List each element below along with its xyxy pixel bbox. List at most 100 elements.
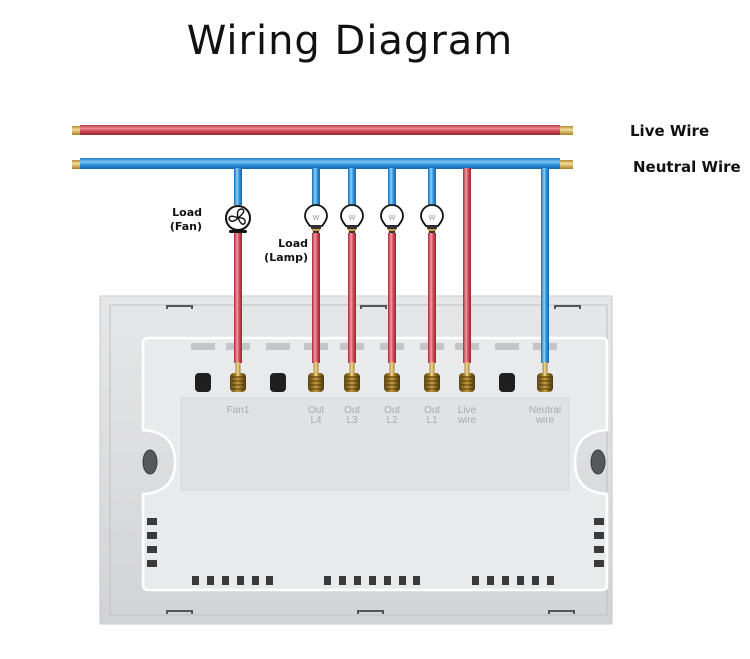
diagram-title: Wiring Diagram: [186, 18, 514, 64]
vent-slot: [594, 546, 604, 553]
fan-load-label-line2: (Fan): [169, 220, 202, 233]
panel-clip: [357, 610, 384, 614]
vent-slot: [354, 576, 361, 585]
lamp-wattage-glyph: W: [349, 214, 356, 222]
neutral-drop-wire: [234, 168, 242, 205]
vent-slot: [339, 576, 346, 585]
terminal-label: Out: [308, 405, 324, 416]
live-drop-wire: [428, 233, 436, 363]
vent-slot: [472, 576, 479, 585]
terminal-sublabel: wire: [535, 415, 555, 426]
lamp-load-label: Load (Lamp): [250, 237, 308, 265]
neutral-wire-tip-right: [560, 160, 573, 169]
live-wire-tip-left: [72, 126, 80, 135]
vent-slot: [547, 576, 554, 585]
vent-slot: [266, 576, 273, 585]
terminal-screw: [308, 373, 324, 392]
neutral-drop-wire: [541, 168, 549, 363]
live-wire-label: Live Wire: [630, 122, 710, 140]
neutral-wire-body: [80, 158, 560, 169]
terminal-screw: [230, 373, 246, 392]
terminal-blank1: [191, 343, 215, 392]
live-drop-wire: [388, 233, 396, 363]
terminal-label: Live: [458, 405, 477, 416]
terminal-release-slot: [495, 343, 519, 350]
panel-clip: [166, 305, 193, 309]
vent-slot: [487, 576, 494, 585]
neutral-drop-wire: [312, 168, 320, 206]
lamp-wattage-glyph: W: [389, 214, 396, 222]
stripped-wire-end: [429, 362, 435, 376]
mounting-hole-right: [590, 449, 606, 475]
neutral-wire-label: Neutral Wire: [633, 158, 741, 176]
lamp-icon: W: [340, 204, 364, 233]
panel-clip: [548, 610, 575, 614]
terminal-blank2: [266, 343, 290, 392]
lamp-icon: W: [420, 204, 444, 233]
terminal-release-slot: [191, 343, 215, 350]
vent-slot: [324, 576, 331, 585]
stripped-wire-end: [313, 362, 319, 376]
live-drop-wire: [463, 168, 471, 363]
vent-slot: [237, 576, 244, 585]
terminal-sublabel: L3: [346, 415, 358, 426]
panel-border: [109, 304, 608, 616]
live-wire-tip-right: [560, 126, 573, 135]
lamp-wattage-glyph: W: [313, 214, 320, 222]
panel-clip: [554, 305, 581, 309]
lamp-load-label-line2: (Lamp): [264, 251, 308, 264]
stripped-wire-end: [389, 362, 395, 376]
lamp-load-label-line1: Load: [278, 237, 308, 250]
live-drop-wire: [312, 233, 320, 363]
terminal-empty-hole: [499, 373, 515, 392]
fan-load-label: Load (Fan): [150, 206, 202, 234]
terminal-label: Out: [344, 405, 360, 416]
vent-slot: [147, 518, 157, 525]
lamp-icon: W: [304, 204, 328, 233]
vents: [147, 518, 604, 585]
neutral-drop-wire: [428, 168, 436, 206]
label-plate: [180, 397, 570, 491]
terminal-sublabel: wire: [457, 415, 477, 426]
terminal-label: Out: [384, 405, 400, 416]
vent-slot: [252, 576, 259, 585]
live-drop-wire: [234, 232, 242, 363]
terminal-sublabel: L4: [310, 415, 322, 426]
neutral-wire: [72, 158, 573, 169]
terminal-label: Neutral: [529, 405, 561, 416]
lamp-icon: W: [380, 204, 404, 233]
terminal-label: Fan1: [227, 405, 250, 416]
terminal-release-slot: [266, 343, 290, 350]
fan-load-label-line1: Load: [172, 206, 202, 219]
stripped-wire-end: [235, 362, 241, 376]
vent-slot: [594, 560, 604, 567]
neutral-drop-wire: [388, 168, 396, 206]
mounting-hole-left: [142, 449, 158, 475]
lamp-wattage-glyph: W: [429, 214, 436, 222]
terminal-empty-hole: [270, 373, 286, 392]
stripped-wire-end: [464, 362, 470, 376]
terminal-empty-hole: [195, 373, 211, 392]
vent-slot: [594, 518, 604, 525]
terminal-screw: [344, 373, 360, 392]
terminal-label: Out: [424, 405, 440, 416]
vent-slot: [147, 560, 157, 567]
vent-slot: [517, 576, 524, 585]
live-drop-wire: [348, 233, 356, 363]
vent-slot: [399, 576, 406, 585]
terminal-screw: [537, 373, 553, 392]
stripped-wire-end: [542, 362, 548, 376]
vent-slot: [384, 576, 391, 585]
vent-slot: [502, 576, 509, 585]
vent-slot: [147, 546, 157, 553]
terminal-blank3: [495, 343, 519, 392]
live-wire-body: [80, 125, 560, 135]
terminal-screw: [384, 373, 400, 392]
vent-slot: [594, 532, 604, 539]
terminal-screw: [424, 373, 440, 392]
panel-clip: [166, 610, 193, 614]
vent-slot: [413, 576, 420, 585]
